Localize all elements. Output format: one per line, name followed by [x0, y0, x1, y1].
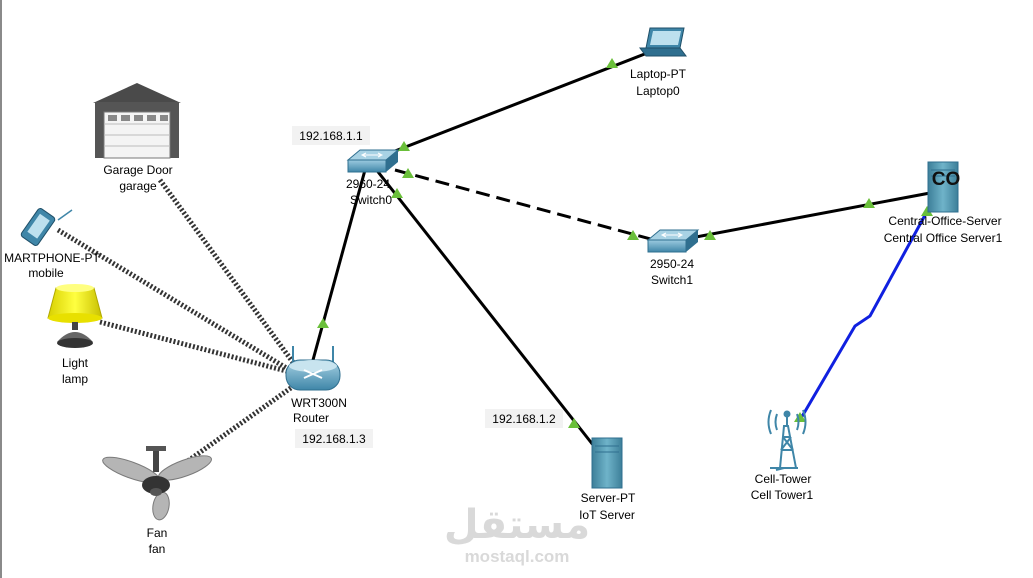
watermark: مستقل mostaql.com [444, 503, 590, 566]
coax-link-celltower-central-office[interactable] [798, 205, 932, 421]
lamp-icon [47, 284, 103, 348]
workspace-left-border [0, 0, 2, 578]
watermark-arabic: مستقل [444, 503, 590, 547]
watermark-latin: mostaql.com [465, 547, 570, 566]
link-switch0-server[interactable] [373, 167, 599, 451]
garage-icon [93, 83, 181, 159]
wireless-link-mobile-router[interactable] [56, 227, 295, 375]
status-triangle-laptop [606, 58, 618, 68]
status-triangle-switch1-left [627, 230, 639, 240]
device-lamp[interactable]: Light lamp [47, 284, 103, 386]
device-laptop[interactable]: Laptop-PT Laptop0 [630, 27, 687, 98]
garage-label-line2: garage [119, 179, 157, 193]
wireless-link-lamp-router[interactable] [99, 319, 291, 375]
ip-label-server: 192.168.1.2 [485, 409, 563, 428]
laptop-icon [639, 27, 687, 57]
cell-tower-label-line2: Cell Tower1 [751, 488, 814, 502]
ip-text-server: 192.168.1.2 [492, 412, 556, 426]
ip-text-switch0: 192.168.1.1 [299, 129, 363, 143]
device-cell-tower[interactable]: Cell-Tower Cell Tower1 [751, 409, 814, 502]
switch0-label-line1: 2960-24 [346, 177, 390, 191]
ip-text-router: 192.168.1.3 [302, 432, 366, 446]
device-ceiling-fan[interactable]: Fan fan [100, 446, 214, 556]
cell-tower-label-line1: Cell-Tower [755, 472, 812, 486]
ip-label-router: 192.168.1.3 [295, 429, 373, 448]
device-iot-server[interactable]: Server-PT IoT Server [579, 437, 636, 522]
status-triangle-switch0-switch1 [402, 168, 414, 178]
switch0-label-line2: Switch0 [350, 193, 392, 207]
switch1-label-line1: 2950-24 [650, 257, 694, 271]
smartphone-icon [20, 208, 73, 246]
switch-icon [646, 229, 700, 253]
laptop-label-line2: Laptop0 [636, 84, 680, 98]
status-triangle-switch0-laptop [398, 141, 410, 151]
central-office-label-line1: Central-Office-Server [888, 214, 1001, 228]
status-triangle-switch0-server [391, 188, 403, 198]
device-smartphone[interactable]: MARTPHONE-PT mobile [4, 207, 101, 280]
smartphone-label-line2: mobile [28, 266, 64, 280]
link-switch1-central-office[interactable] [679, 191, 931, 242]
link-switch0-router[interactable] [311, 169, 367, 361]
device-central-office-server[interactable]: CO Central-Office-Server Central Office … [884, 161, 1003, 245]
device-switch0[interactable]: 2960-24 Switch0 [346, 149, 400, 207]
server-label-line1: Server-PT [581, 491, 636, 505]
status-triangle-router [317, 318, 329, 328]
wireless-links [56, 178, 303, 473]
router-label-line1: WRT300N [291, 396, 347, 410]
ceiling-fan-icon [102, 446, 212, 521]
fan-label-line1: Fan [147, 526, 168, 540]
lamp-label-line1: Light [62, 356, 89, 370]
wireless-router-icon [285, 346, 341, 391]
wireless-link-garage-router[interactable] [157, 178, 303, 374]
server-icon: CO [927, 161, 961, 213]
wireless-link-fan-router[interactable] [173, 382, 297, 473]
central-office-badge: CO [932, 169, 961, 190]
central-office-label-line2: Central Office Server1 [884, 231, 1003, 245]
ip-label-switch0: 192.168.1.1 [292, 126, 370, 145]
status-triangle-central-office-wire [863, 198, 875, 208]
status-triangle-switch1-right [704, 230, 716, 240]
device-garage-door[interactable]: Garage Door garage [93, 83, 181, 193]
server-label-line2: IoT Server [579, 508, 635, 522]
server-icon [591, 437, 623, 489]
lamp-label-line2: lamp [62, 372, 88, 386]
link-switch0-switch1-crossover[interactable] [394, 168, 659, 243]
smartphone-label-line1: MARTPHONE-PT [4, 251, 100, 265]
device-switch1[interactable]: 2950-24 Switch1 [646, 229, 700, 287]
fan-label-line2: fan [149, 542, 166, 556]
status-triangle-server [568, 418, 580, 428]
status-triangle-central-office-coax [921, 206, 933, 216]
garage-label-line1: Garage Door [103, 163, 172, 177]
switch-icon [346, 149, 400, 173]
link-status-indicators [317, 58, 933, 428]
laptop-label-line1: Laptop-PT [630, 67, 687, 81]
device-wireless-router[interactable]: WRT300N Router [285, 346, 347, 425]
wired-links [311, 48, 931, 451]
link-switch0-laptop[interactable] [371, 48, 656, 162]
status-triangle-cell-tower [794, 412, 806, 422]
cell-tower-icon [767, 409, 807, 471]
router-label-line2: Router [293, 411, 329, 425]
switch1-label-line2: Switch1 [651, 273, 693, 287]
